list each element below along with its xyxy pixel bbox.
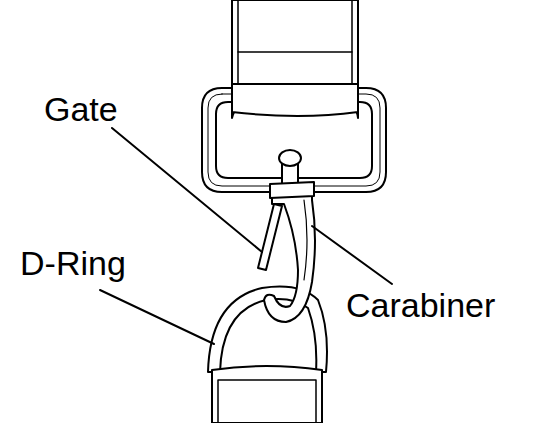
leader-line <box>312 226 392 284</box>
part-label: Gate <box>44 92 118 126</box>
swivel-eye <box>279 150 301 166</box>
strap-wrap <box>232 84 358 116</box>
lower-strap-fold <box>218 380 316 423</box>
part-label: Carabiner <box>346 288 495 322</box>
carabiner-cap <box>270 182 314 198</box>
lower-strap <box>212 366 322 423</box>
carabiner-ridge <box>304 200 307 280</box>
carabiner-gate <box>258 204 282 270</box>
leader-line <box>112 128 262 252</box>
carabiner-body <box>264 184 315 322</box>
part-label: D-Ring <box>20 246 126 280</box>
upper-strap <box>232 0 358 118</box>
strap-fold <box>238 0 352 52</box>
leader-line <box>100 290 214 344</box>
